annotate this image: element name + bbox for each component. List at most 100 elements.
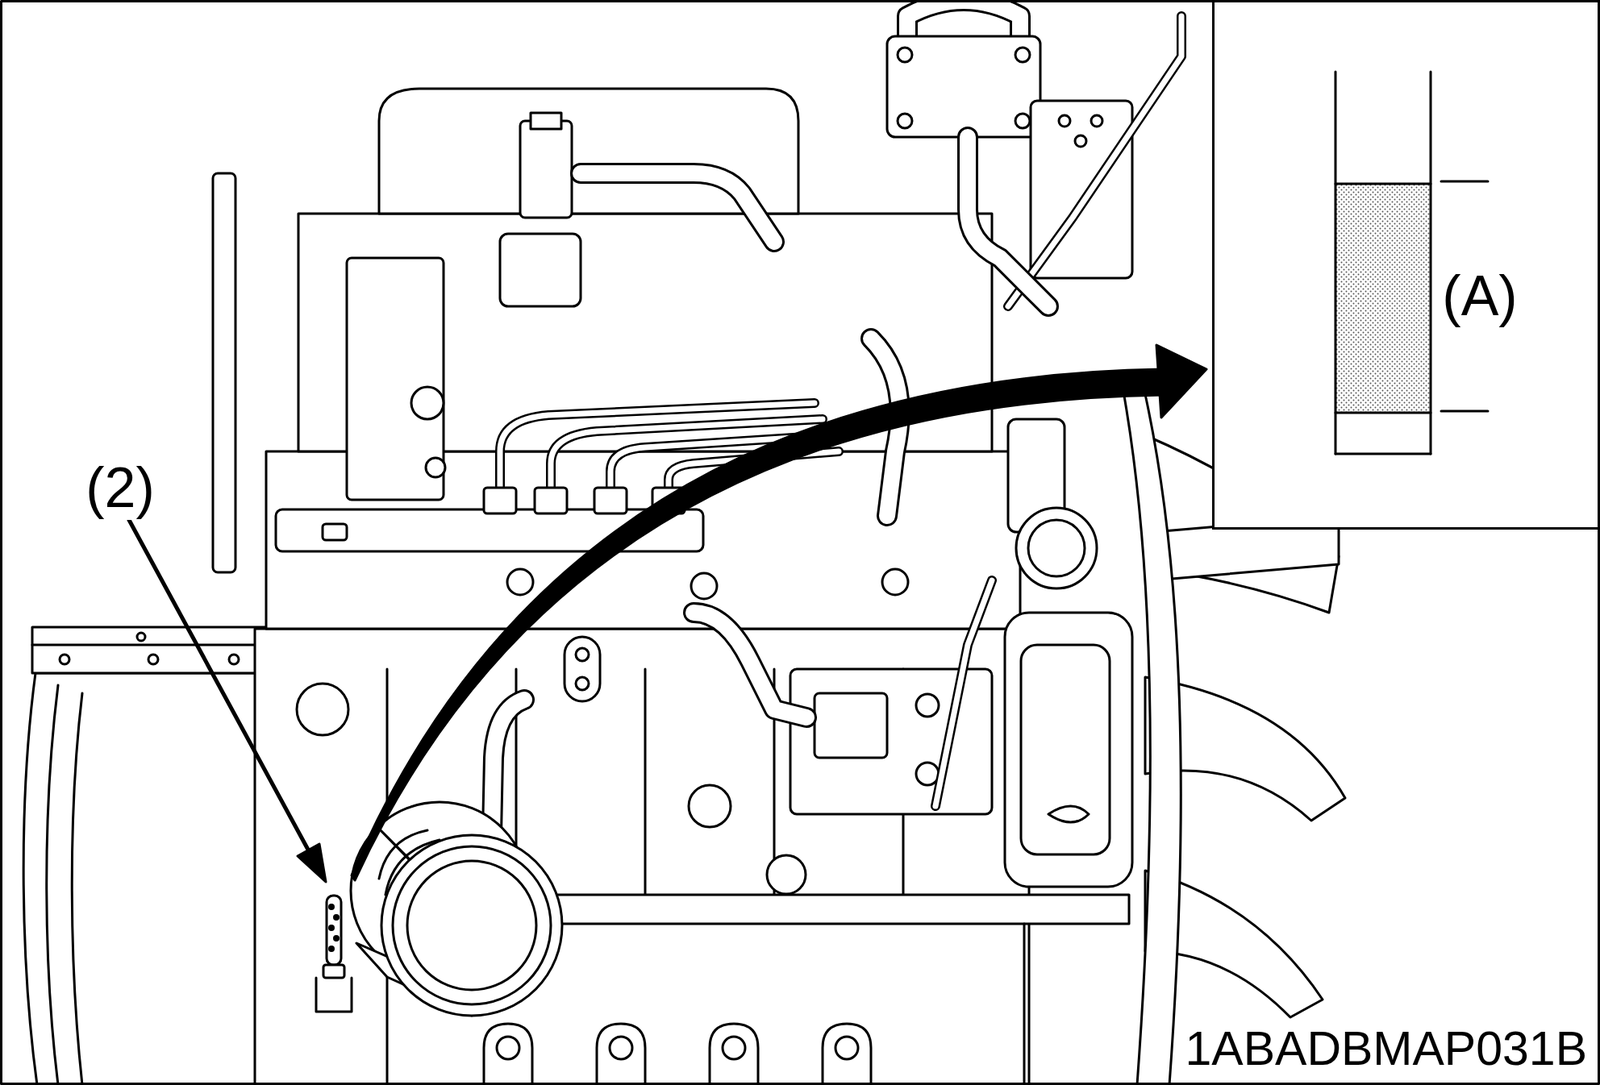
cylinder-head bbox=[575, 677, 589, 691]
cylinder-head bbox=[575, 648, 589, 662]
valve-cover bbox=[379, 88, 799, 307]
flywheel-housing bbox=[23, 627, 276, 1085]
oil-filter bbox=[350, 700, 563, 1017]
thermostat-housing bbox=[1015, 113, 1030, 129]
engine-block bbox=[766, 855, 806, 895]
oil-filter bbox=[381, 835, 563, 1017]
side-plate bbox=[212, 173, 236, 573]
level-gauge bbox=[1429, 71, 1433, 455]
water-pump bbox=[1028, 520, 1085, 577]
injection-pump bbox=[693, 612, 807, 718]
engine-block bbox=[596, 1024, 646, 1085]
thermostat-housing bbox=[907, 0, 1021, 37]
injection-pump bbox=[935, 580, 992, 807]
valve-cover bbox=[500, 233, 581, 307]
thermostat-housing bbox=[967, 137, 1049, 307]
oil-filter bbox=[491, 700, 525, 835]
flywheel-housing bbox=[59, 654, 70, 665]
inset-panel bbox=[1212, 0, 1600, 530]
inset-box: (A) bbox=[1212, 0, 1600, 530]
injection-pipes bbox=[322, 524, 347, 541]
oil-dipstick bbox=[329, 905, 334, 910]
figure-code: 1ABADBMAP031B bbox=[1182, 1022, 1591, 1078]
flywheel-housing bbox=[229, 654, 239, 665]
cylinder-head bbox=[425, 458, 446, 478]
engine-block bbox=[709, 1024, 759, 1085]
level-gauge bbox=[1335, 183, 1431, 413]
leader-arrow bbox=[129, 520, 326, 883]
thermostat-housing bbox=[1058, 115, 1071, 127]
injection-pump bbox=[916, 694, 939, 717]
engine-block bbox=[496, 1037, 520, 1060]
thermostat-housing bbox=[1008, 16, 1182, 307]
flywheel-housing bbox=[137, 633, 146, 642]
oil-dipstick bbox=[316, 978, 352, 1013]
thermostat-housing bbox=[907, 0, 1021, 37]
engine-block bbox=[822, 1024, 871, 1085]
flywheel-housing bbox=[23, 673, 276, 1085]
oil-dipstick bbox=[316, 895, 352, 1013]
callout-number: (2) bbox=[82, 455, 159, 521]
oil-dipstick bbox=[334, 937, 339, 942]
oil-dipstick bbox=[334, 916, 339, 921]
flywheel-housing bbox=[32, 644, 275, 647]
oil-filter bbox=[407, 861, 537, 991]
thermostat-housing bbox=[1091, 115, 1103, 127]
engine-block bbox=[1023, 924, 1026, 1085]
oil-dipstick bbox=[329, 926, 334, 931]
oil-dipstick bbox=[326, 895, 342, 966]
leader-arrow bbox=[129, 520, 309, 850]
engine-block bbox=[609, 1037, 633, 1060]
thermostat-housing bbox=[897, 47, 913, 63]
thermostat-housing bbox=[967, 137, 1049, 307]
magnify-arrow bbox=[351, 369, 1163, 881]
cylinder-head bbox=[266, 213, 1021, 702]
engine-block bbox=[722, 1037, 746, 1060]
inset-panel bbox=[1212, 0, 1600, 530]
oil-dipstick bbox=[329, 947, 334, 952]
cylinder-head bbox=[882, 569, 909, 596]
oil-dipstick bbox=[323, 965, 345, 979]
cylinder-head bbox=[411, 387, 444, 420]
injection-pipes bbox=[594, 487, 627, 514]
level-gauge bbox=[1441, 410, 1488, 413]
water-pump bbox=[1020, 645, 1110, 855]
level-gauge bbox=[1335, 453, 1431, 456]
callout-letter: (A) bbox=[1441, 263, 1517, 330]
flywheel-housing bbox=[46, 685, 59, 1085]
engine-block bbox=[483, 1024, 533, 1085]
injection-pump bbox=[693, 612, 807, 718]
engine-block bbox=[644, 669, 647, 896]
thermostat-housing bbox=[1075, 135, 1087, 147]
magnify-arrow bbox=[1156, 345, 1207, 418]
thermostat-housing bbox=[887, 36, 1041, 138]
oil-filter bbox=[491, 700, 525, 835]
thermostat-housing bbox=[1015, 47, 1030, 63]
flywheel-housing bbox=[148, 654, 159, 665]
oil-filter bbox=[379, 830, 428, 880]
oil-filter bbox=[385, 840, 440, 896]
leader-arrow bbox=[297, 844, 326, 883]
level-gauge bbox=[1335, 412, 1431, 415]
valve-cover bbox=[580, 173, 775, 242]
thermostat-housing bbox=[887, 0, 1182, 307]
water-pump bbox=[1004, 612, 1133, 888]
injection-pump bbox=[814, 693, 888, 759]
magnify-arrow bbox=[351, 345, 1207, 881]
level-gauge bbox=[1441, 180, 1488, 184]
oil-filter bbox=[392, 846, 551, 1005]
engine-block bbox=[296, 683, 349, 736]
figure-code: 1ABADBMAP031B bbox=[1182, 1022, 1591, 1078]
thermostat-housing bbox=[1008, 16, 1182, 307]
engine-block bbox=[835, 1037, 859, 1060]
callout-number: (2) bbox=[82, 455, 159, 521]
injection-pump bbox=[916, 762, 939, 786]
thermostat-housing bbox=[897, 113, 913, 129]
injection-pipes bbox=[483, 487, 517, 514]
valve-cover bbox=[530, 112, 562, 130]
injection-pipes bbox=[275, 403, 839, 552]
